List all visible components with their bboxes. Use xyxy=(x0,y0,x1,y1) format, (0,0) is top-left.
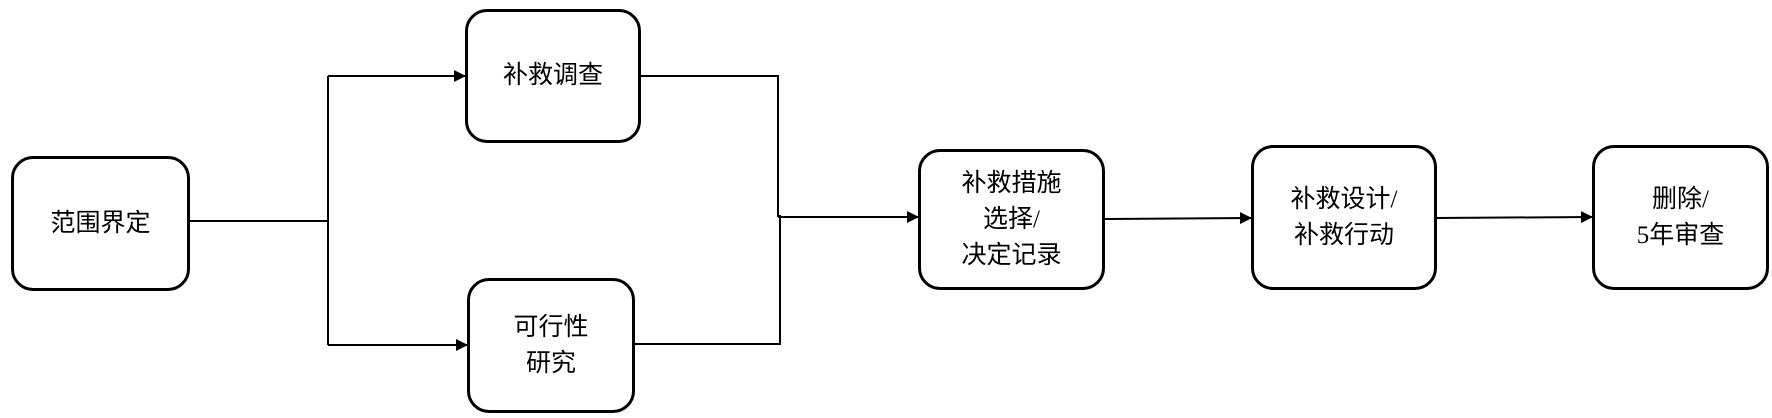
node-label: 补救调查 xyxy=(502,62,603,89)
connector-investigation-merge xyxy=(641,75,779,217)
connector-feasibility-merge xyxy=(635,215,781,345)
node-label: 决定记录 xyxy=(961,241,1062,269)
node-deletion: 删除/ 5年审查 xyxy=(1592,145,1769,290)
arrow-to-design xyxy=(1104,212,1252,225)
node-feasibility: 可行性 研究 xyxy=(467,278,635,413)
node-label: 范围界定 xyxy=(50,209,151,237)
node-scope: 范围界定 xyxy=(11,156,190,291)
node-label: 补救措施 xyxy=(961,169,1062,197)
node-label: 5年审查 xyxy=(1636,221,1725,249)
node-label: 补救设计/ xyxy=(1290,185,1398,213)
node-label: 研究 xyxy=(525,349,576,377)
node-label: 补救行动 xyxy=(1293,221,1394,249)
node-label: 删除/ xyxy=(1652,185,1709,213)
node-investigation: 补救调查 xyxy=(465,9,641,143)
node-design: 补救设计/ 补救行动 xyxy=(1251,145,1437,290)
arrow-to-deletion xyxy=(1436,211,1593,224)
node-selection: 补救措施 选择/ 决定记录 xyxy=(918,149,1105,290)
node-label: 可行性 xyxy=(513,313,589,341)
node-label: 选择/ xyxy=(983,205,1040,233)
